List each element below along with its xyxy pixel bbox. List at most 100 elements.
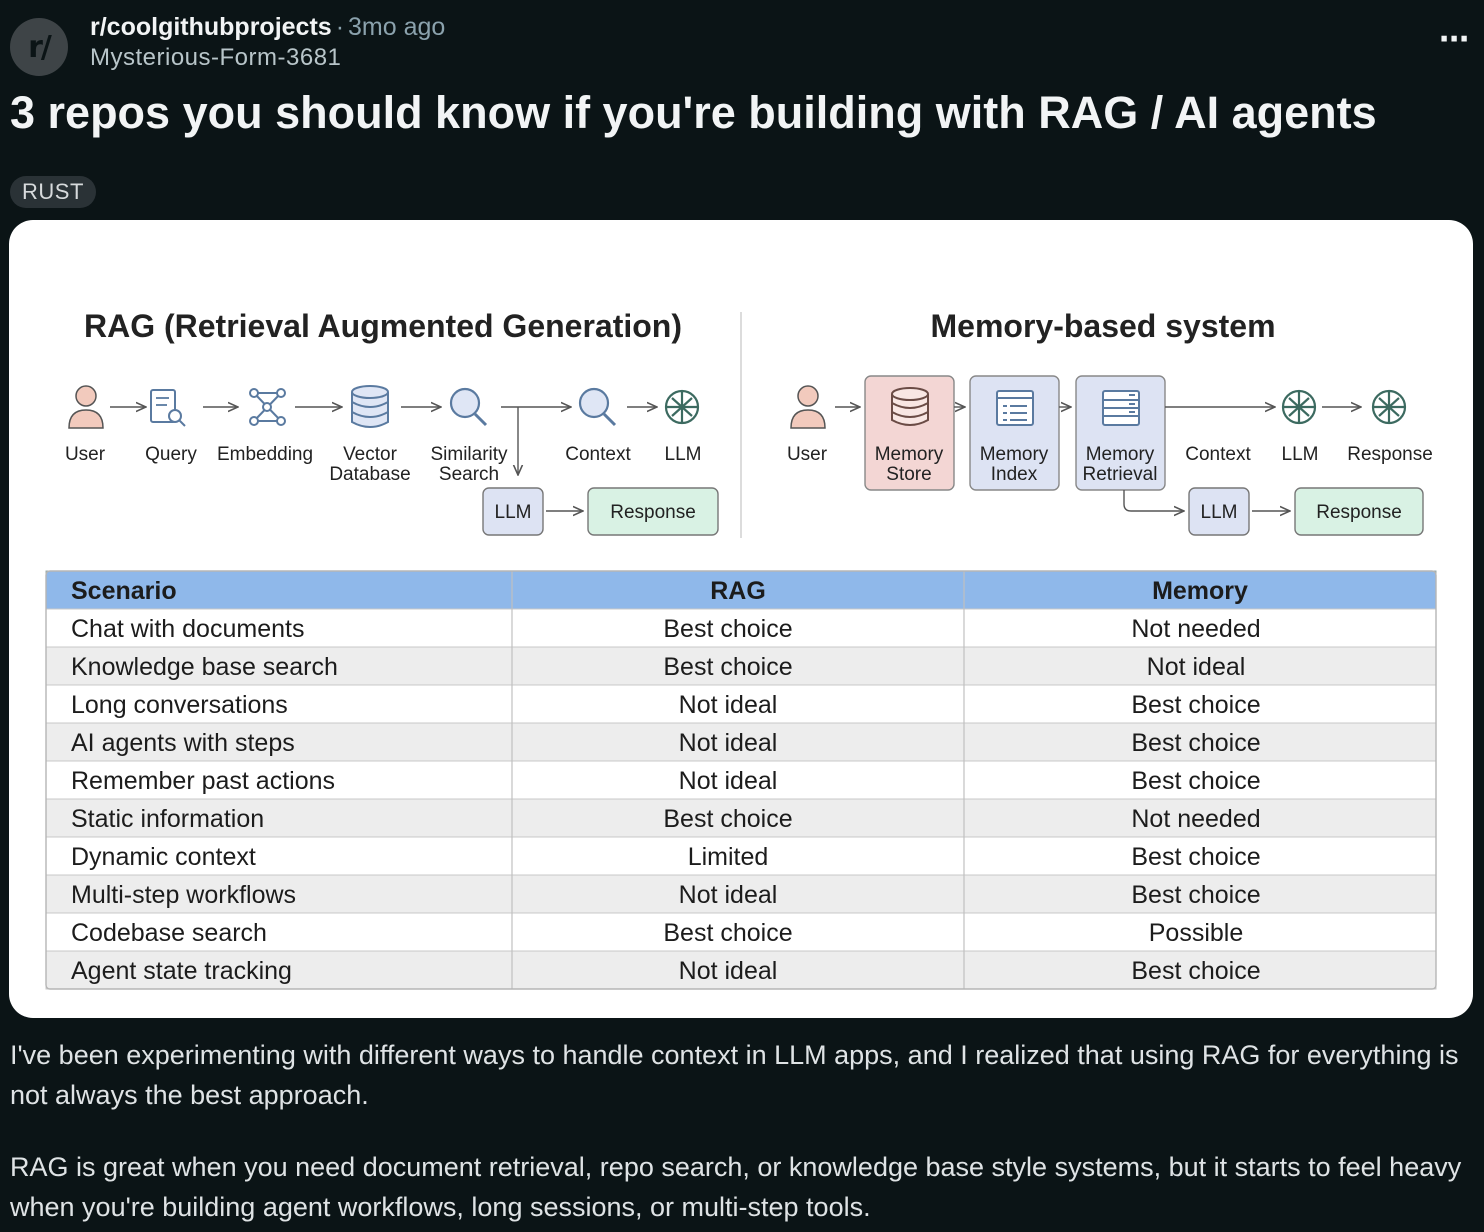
table-cell: Not ideal [679, 957, 778, 985]
rag-response-label: Response [610, 502, 696, 523]
similarity-search-icon [449, 387, 488, 427]
table-cell: Long conversations [71, 691, 288, 719]
table-cell: Not ideal [679, 767, 778, 795]
table-header-cell: Memory [1152, 577, 1248, 605]
memory-llm-label: LLM [1282, 444, 1319, 465]
memory-retrieval-label-1: Memory [1086, 444, 1155, 465]
post-body-paragraph: I've been experimenting with different w… [10, 1040, 1459, 1110]
table-row [45, 950, 1437, 990]
embedding-network-icon [249, 388, 286, 426]
table-cell: Best choice [663, 615, 792, 643]
table-cell: Knowledge base search [71, 653, 338, 681]
rag-user-label: User [65, 444, 106, 465]
table-header-cell: RAG [710, 577, 766, 605]
meta-separator: · [335, 13, 345, 41]
rag-similarity-label-1: Similarity [430, 444, 508, 465]
memory-llm-box-label: LLM [1201, 502, 1238, 523]
table-cell: Remember past actions [71, 767, 335, 795]
memory-response-box [1294, 487, 1424, 536]
rag-llm-icon [664, 389, 700, 425]
post-meta: r/coolgithubprojects·3mo ago Mysterious-… [90, 12, 445, 74]
vector-database-icon [351, 385, 389, 428]
memory-response-top-label: Response [1347, 444, 1433, 465]
table-cell: Best choice [1131, 843, 1260, 871]
table-row [45, 608, 1437, 648]
rag-llm-box-label: LLM [495, 502, 532, 523]
subreddit-link[interactable]: r/coolgithubprojects [90, 13, 332, 41]
table-cell: Best choice [1131, 691, 1260, 719]
table-border [45, 570, 1437, 990]
memory-llm-box [1188, 487, 1250, 536]
rag-vector-label-1: Vector [343, 444, 398, 465]
table-cell: Limited [688, 843, 769, 871]
table-cell: Best choice [663, 805, 792, 833]
subreddit-avatar-text: r/ [28, 29, 52, 65]
post-body-paragraph: RAG is great when you need document retr… [10, 1152, 1462, 1222]
table-cell: Best choice [1131, 957, 1260, 985]
memory-index-list-icon [996, 390, 1034, 426]
table-cell: Multi-step workflows [71, 881, 296, 909]
memory-store-database-icon [891, 387, 929, 426]
table-cell: Not ideal [679, 729, 778, 757]
rag-vs-memory-diagram: RAG (Retrieval Augmented Generation) Mem… [45, 308, 1437, 990]
memory-retrieval-box [1075, 375, 1166, 491]
table-cell: Possible [1149, 919, 1244, 947]
table-cell: Not needed [1131, 615, 1260, 643]
memory-store-box [864, 375, 955, 491]
table-cell: Not ideal [679, 881, 778, 909]
memory-store-label-2: Store [886, 464, 931, 485]
rag-context-label: Context [565, 444, 631, 465]
post-flair[interactable]: RUST [10, 176, 96, 208]
rag-llm-box [482, 487, 544, 536]
memory-response-label: Response [1316, 502, 1402, 523]
memory-index-label-1: Memory [980, 444, 1049, 465]
memory-user-icon [790, 385, 826, 429]
table-cell: Best choice [663, 653, 792, 681]
context-search-icon [578, 387, 617, 427]
table-cell: Codebase search [71, 919, 267, 947]
more-options-icon[interactable]: ⋯ [1439, 23, 1470, 56]
memory-store-label-1: Memory [875, 444, 944, 465]
table-cell: Chat with documents [71, 615, 304, 643]
table-row [45, 646, 1437, 686]
rag-user-icon [68, 385, 104, 429]
subreddit-avatar[interactable]: r/ [10, 18, 68, 76]
table-cell: Best choice [663, 919, 792, 947]
table-cell: Not ideal [1147, 653, 1246, 681]
memory-context-label: Context [1185, 444, 1251, 465]
rag-vector-label-2: Database [329, 464, 410, 485]
rag-query-label: Query [145, 444, 197, 465]
rag-llm-label: LLM [665, 444, 702, 465]
post-time: 3mo ago [348, 13, 446, 41]
author-link[interactable]: Mysterious-Form-3681 [90, 44, 342, 71]
post-image[interactable]: RAG (Retrieval Augmented Generation) Mem… [9, 220, 1473, 1018]
table-cell: Agent state tracking [71, 957, 292, 985]
rag-embedding-label: Embedding [217, 444, 313, 465]
post-meta-line: r/coolgithubprojects·3mo ago [90, 12, 445, 42]
table-row [45, 760, 1437, 800]
memory-index-box [969, 375, 1060, 491]
table-cell: Best choice [1131, 767, 1260, 795]
table-row [45, 874, 1437, 914]
rag-response-box [587, 487, 719, 536]
table-cell: Static information [71, 805, 264, 833]
table-cell: Not ideal [679, 691, 778, 719]
rag-section-title: RAG (Retrieval Augmented Generation) [84, 308, 682, 344]
query-document-icon [150, 389, 186, 427]
rag-similarity-label-2: Search [439, 464, 499, 485]
table-cell: Best choice [1131, 881, 1260, 909]
table-cell: Dynamic context [71, 843, 256, 871]
memory-retrieval-list-icon [1102, 390, 1140, 426]
memory-response-llm-icon [1371, 389, 1407, 425]
memory-branch-arrow [1123, 490, 1184, 511]
memory-user-label: User [787, 444, 828, 465]
table-cell: Not needed [1131, 805, 1260, 833]
post-title: 3 repos you should know if you're buildi… [10, 87, 1377, 138]
table-cell: Best choice [1131, 729, 1260, 757]
memory-llm-icon [1281, 389, 1317, 425]
table-cell: AI agents with steps [71, 729, 295, 757]
memory-index-label-2: Index [991, 464, 1038, 485]
memory-retrieval-label-2: Retrieval [1083, 464, 1158, 485]
memory-section-title: Memory-based system [930, 308, 1275, 344]
